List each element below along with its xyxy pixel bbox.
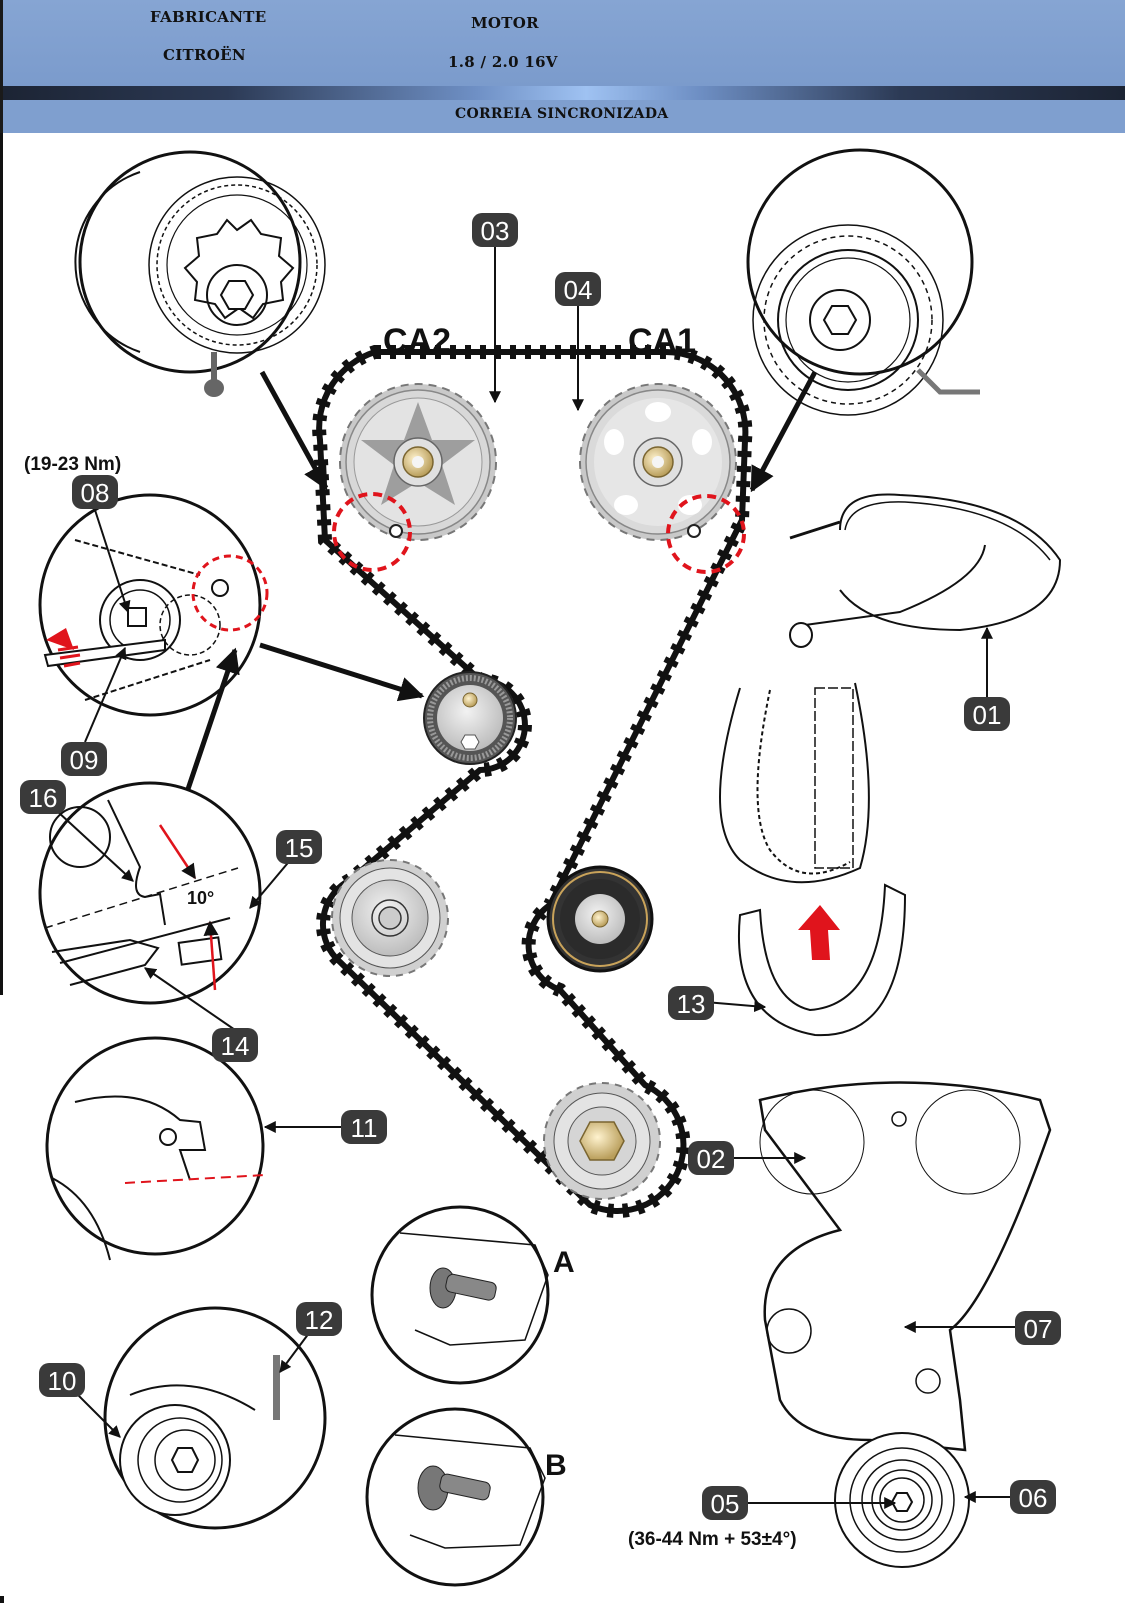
header-top-band — [3, 0, 1125, 86]
belt-guide — [738, 883, 907, 1037]
section-title: CORREIA SINCRONIZADA — [455, 106, 669, 122]
header-divider-bar — [3, 86, 1125, 100]
corner-mark — [0, 1596, 4, 1603]
callout-09: 09 — [61, 742, 107, 776]
svg-text:10: 10 — [48, 1366, 77, 1396]
detail-tensioner-angle — [38, 781, 262, 1005]
variant-label-b: B — [545, 1449, 567, 1482]
svg-text:05: 05 — [711, 1489, 740, 1519]
arrow-to-tensioner — [259, 642, 425, 702]
callout-07: 07 — [1015, 1311, 1061, 1345]
engine-value: 1.8 / 2.0 16V — [448, 53, 558, 71]
callout-16: 16 — [20, 780, 66, 814]
label-ca1: CA1 — [628, 322, 696, 360]
callout-01: 01 — [964, 697, 1010, 731]
svg-text:03: 03 — [481, 216, 510, 246]
callout-03: 03 — [472, 213, 518, 247]
callout-14: 14 — [212, 1028, 258, 1062]
variant-label-a: A — [553, 1246, 575, 1279]
detail-bolt-a — [370, 1205, 550, 1385]
callout-06: 06 — [1010, 1480, 1056, 1514]
svg-text:09: 09 — [70, 745, 99, 775]
arrow-to-ca2 — [259, 370, 329, 491]
detail-camshaft-ca1-locked — [746, 148, 980, 416]
label-ca2: CA2 — [383, 322, 451, 360]
callout-05: 05 — [702, 1486, 748, 1520]
angle-label: 10° — [187, 888, 214, 908]
left-border-rule — [0, 133, 3, 995]
callout-13: 13 — [668, 986, 714, 1020]
tensioner-pulley — [423, 671, 517, 765]
timing-mark-circle-ca2 — [332, 492, 412, 572]
arrow-to-detail-10deg — [182, 647, 240, 799]
callout-10: 10 — [39, 1363, 85, 1397]
locking-cable — [789, 493, 1062, 648]
callout-leaders — [44, 245, 1015, 1509]
torque-spec-tensioner: (19-23 Nm) — [24, 454, 121, 475]
engine-label: MOTOR — [471, 14, 539, 32]
svg-text:15: 15 — [285, 833, 314, 863]
callout-11: 11 — [341, 1110, 387, 1144]
crankshaft-pulley — [834, 1432, 970, 1568]
svg-text:08: 08 — [81, 478, 110, 508]
svg-text:13: 13 — [677, 989, 706, 1019]
belt-teeth — [312, 344, 753, 1218]
timing-mark-circle-ca1 — [666, 494, 746, 574]
callout-08: 08 — [72, 475, 118, 509]
svg-text:02: 02 — [697, 1144, 726, 1174]
svg-text:16: 16 — [29, 783, 58, 813]
camshaft-sprocket-ca2 — [339, 383, 497, 541]
header-bottom-band — [3, 100, 1125, 133]
detail-tensioner-adjust — [38, 493, 269, 717]
detail-bolt-b — [365, 1407, 546, 1587]
manufacturer-value: CITROËN — [163, 46, 246, 64]
crankshaft-sprocket — [543, 1082, 661, 1200]
torque-spec-crankshaft: (36-44 Nm + 53±4°) — [628, 1529, 797, 1550]
svg-text:07: 07 — [1024, 1314, 1053, 1344]
manufacturer-label: FABRICANTE — [150, 8, 267, 26]
belt-detail — [719, 682, 870, 884]
svg-text:14: 14 — [221, 1031, 250, 1061]
arrow-to-ca1 — [749, 370, 818, 493]
detail-camshaft-ca2-locked — [74, 150, 326, 397]
svg-text:01: 01 — [973, 700, 1002, 730]
svg-text:11: 11 — [351, 1113, 378, 1143]
callout-12: 12 — [296, 1302, 342, 1336]
svg-text:12: 12 — [305, 1305, 334, 1335]
idler-pulley — [546, 865, 654, 973]
water-pump-sprocket — [331, 859, 449, 977]
callout-04: 04 — [555, 272, 601, 306]
svg-text:06: 06 — [1019, 1483, 1048, 1513]
document-header: FABRICANTE CITROËN MOTOR 1.8 / 2.0 16V C… — [0, 0, 1125, 133]
camshaft-sprocket-ca1 — [579, 383, 737, 541]
detail-tensioner-bracket — [45, 1036, 266, 1261]
callout-02: 02 — [688, 1141, 734, 1175]
callout-15: 15 — [276, 830, 322, 864]
svg-text:04: 04 — [564, 275, 593, 305]
timing-cover — [758, 1081, 1052, 1452]
detail-tensioner-pin — [103, 1306, 327, 1530]
